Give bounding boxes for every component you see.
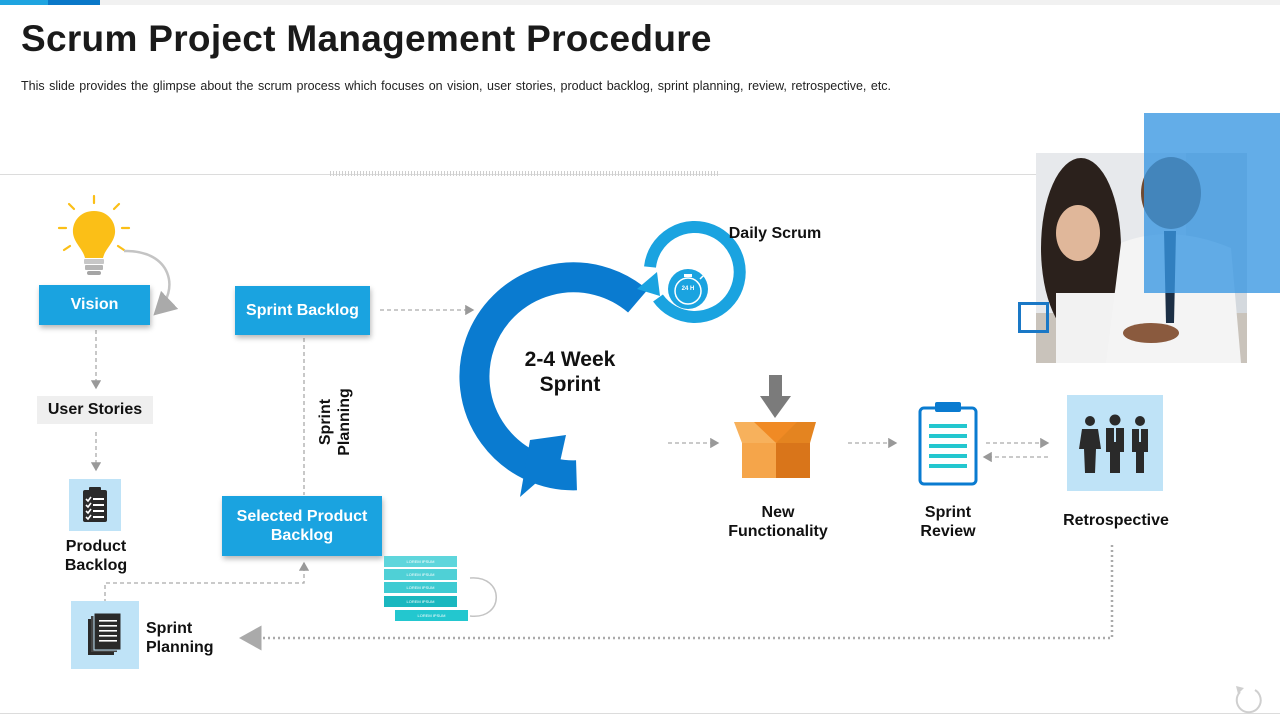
sprint-backlog-label: Sprint Backlog: [246, 301, 359, 319]
product-backlog-tile: [69, 479, 121, 531]
mini-backlog-item: LOREM IPSUM: [384, 596, 457, 607]
photo-accent-overlay: [1144, 113, 1280, 293]
top-accent-bar: [0, 0, 1280, 5]
rotate-icon: [1235, 686, 1262, 714]
product-backlog-label: Product Backlog: [64, 538, 128, 574]
circular-arrow-icon: [459, 262, 648, 497]
lightbulb-icon: [57, 194, 131, 275]
accent-segment: [48, 0, 100, 5]
sprint-cycle-label: 2-4 Week Sprint: [524, 348, 616, 396]
user-stories-chip: User Stories: [37, 396, 153, 424]
footer-line: [0, 713, 1280, 714]
sprint-planning-label: Sprint Planning: [146, 620, 214, 656]
sprint-planning-tile: [71, 601, 139, 669]
connector-arrow: [104, 561, 310, 603]
sprint-planning-vertical-label: Sprint Planning: [317, 388, 353, 456]
daily-scrum-label: Daily Scrum: [728, 225, 822, 242]
mini-backlog-item: LOREM IPSUM: [384, 556, 457, 567]
user-stories-label: User Stories: [47, 401, 143, 418]
package-box-icon: [734, 375, 816, 478]
accent-square-outline: [1018, 302, 1049, 333]
review-clipboard-icon: [918, 402, 978, 486]
vision-label: Vision: [70, 296, 119, 313]
daily-scrum-cycle: [637, 221, 746, 323]
accent-segment: [0, 0, 48, 5]
selected-product-backlog-box: Selected Product Backlog: [222, 496, 382, 556]
cycle-arrow: [123, 249, 179, 316]
mini-backlog-item: LOREM IPSUM: [395, 610, 468, 621]
timer-label: 24 H: [681, 286, 695, 292]
team-people-icon: [1079, 414, 1148, 473]
stopwatch-icon: [674, 274, 704, 305]
retrospective-label: Retrospective: [1063, 512, 1169, 529]
selected-product-backlog-label: Selected Product Backlog: [236, 508, 368, 544]
slide-title: Scrum Project Management Procedure: [21, 18, 712, 59]
document-stack-icon: [88, 612, 122, 655]
retrospective-tile: [1067, 395, 1163, 491]
return-arrow: [239, 545, 1114, 651]
slide-subtitle: This slide provides the glimpse about th…: [21, 79, 892, 93]
vision-box: Vision: [39, 285, 150, 325]
cycle-arrow: [469, 577, 497, 617]
clipboard-icon: [83, 487, 107, 522]
new-functionality-label: New Functionality: [728, 504, 828, 540]
sprint-review-label: Sprint Review: [920, 504, 976, 540]
sprint-backlog-box: Sprint Backlog: [235, 286, 370, 335]
mini-backlog-item: LOREM IPSUM: [384, 569, 457, 580]
mini-backlog-item: LOREM IPSUM: [384, 582, 457, 593]
divider-dots: [330, 171, 720, 176]
